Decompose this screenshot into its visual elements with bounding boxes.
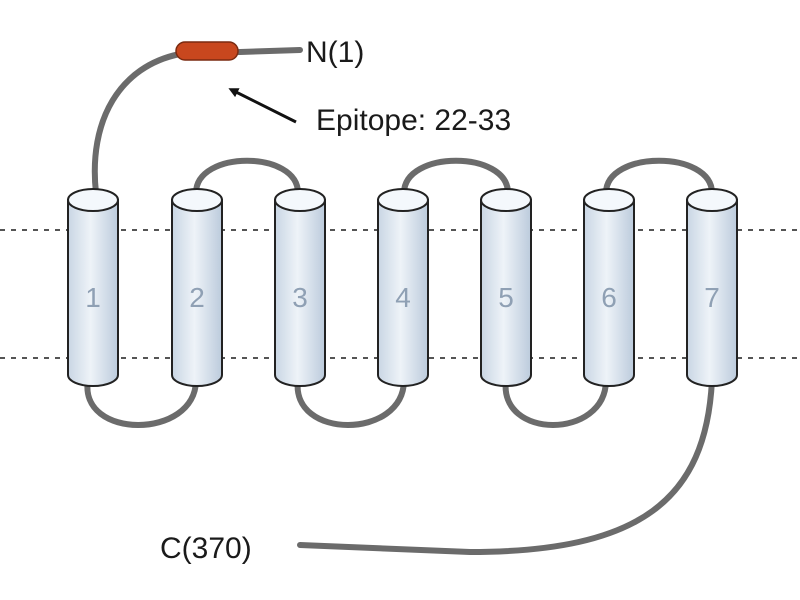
helix-top-cap <box>67 188 119 212</box>
helix-top-cap <box>480 188 532 212</box>
helix-3: 3 <box>274 188 326 387</box>
helix-body <box>67 199 119 387</box>
extracellular-loop-2 <box>401 157 511 196</box>
epitope-label: Epitope: 22-33 <box>316 104 511 137</box>
c-terminal-tail <box>297 377 715 556</box>
n-terminus-label: N(1) <box>306 36 364 69</box>
epitope-marker <box>175 41 239 61</box>
helix-body <box>274 199 326 387</box>
helix-7: 7 <box>686 188 738 387</box>
helix-number: 1 <box>85 282 101 313</box>
helix-number: 6 <box>601 282 617 313</box>
helix-body <box>583 199 635 387</box>
helix-number: 5 <box>498 282 514 313</box>
intracellular-loop-2 <box>294 377 407 428</box>
helix-top-cap <box>686 188 738 212</box>
helix-1: 1 <box>67 188 119 387</box>
helix-top-cap <box>583 188 635 212</box>
helix-number: 4 <box>395 282 411 313</box>
helix-top-cap <box>377 188 429 212</box>
helix-body <box>480 199 532 387</box>
loops <box>84 47 715 556</box>
helix-top-cap <box>171 188 223 212</box>
helix-number: 3 <box>292 282 308 313</box>
helix-body <box>171 199 223 387</box>
epitope-arrow <box>228 88 297 124</box>
helix-5: 5 <box>480 188 532 387</box>
c-terminus-label: C(370) <box>160 532 252 565</box>
n-terminal-tail <box>91 47 303 196</box>
extracellular-loop-1 <box>193 157 301 196</box>
helix-body <box>377 199 429 387</box>
intracellular-loop-1 <box>84 377 199 428</box>
helix-4: 4 <box>377 188 429 387</box>
helix-number: 7 <box>704 282 720 313</box>
helix-number: 2 <box>189 282 205 313</box>
extracellular-loop-3 <box>603 157 715 196</box>
helix-2: 2 <box>171 188 223 387</box>
intracellular-loop-3 <box>502 377 609 428</box>
helix-6: 6 <box>583 188 635 387</box>
helix-body <box>686 199 738 387</box>
transmembrane-helices: 1 2 3 4 5 6 7 <box>67 188 738 387</box>
helix-top-cap <box>274 188 326 212</box>
